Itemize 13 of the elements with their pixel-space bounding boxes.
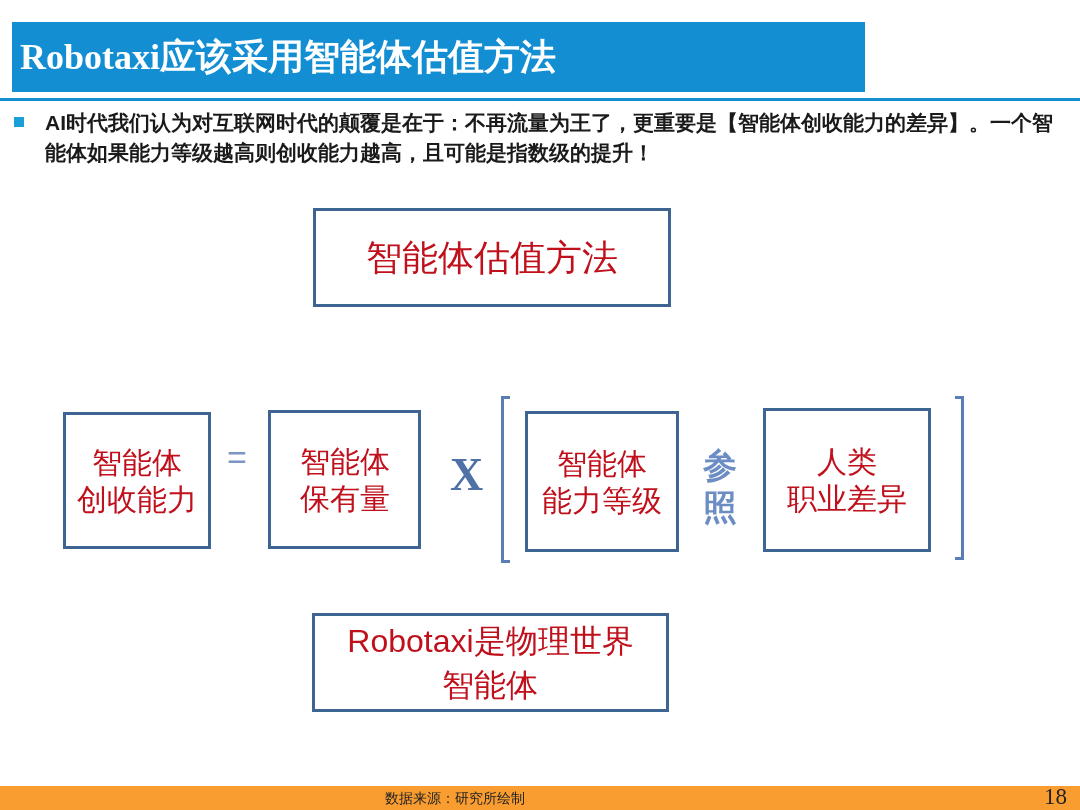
source-note: 数据来源：研究所绘制: [385, 789, 525, 808]
slide-title: Robotaxi应该采用智能体估值方法: [20, 36, 556, 79]
concept-box: 智能体能力等级: [525, 411, 679, 552]
concept-box: 智能体保有量: [268, 410, 421, 549]
page-number: 18: [1044, 784, 1067, 810]
multiply-sign: X: [450, 448, 484, 502]
concept-box: 智能体创收能力: [63, 412, 211, 549]
reference-label: 参照: [703, 445, 738, 528]
bullet-text: AI时代我们认为对互联网时代的颠覆是在于：不再流量为王了，更重要是【智能体创收能力的差异】。一个智能体如果能力等级越高则创收能力越高，且可能是指数级的提升！: [45, 110, 1054, 166]
concept-box: Robotaxi是物理世界智能体: [312, 613, 669, 712]
concept-box: 人类职业差异: [763, 408, 931, 552]
concept-box: 智能体估值方法: [313, 208, 671, 307]
equals-sign: =: [227, 437, 247, 477]
